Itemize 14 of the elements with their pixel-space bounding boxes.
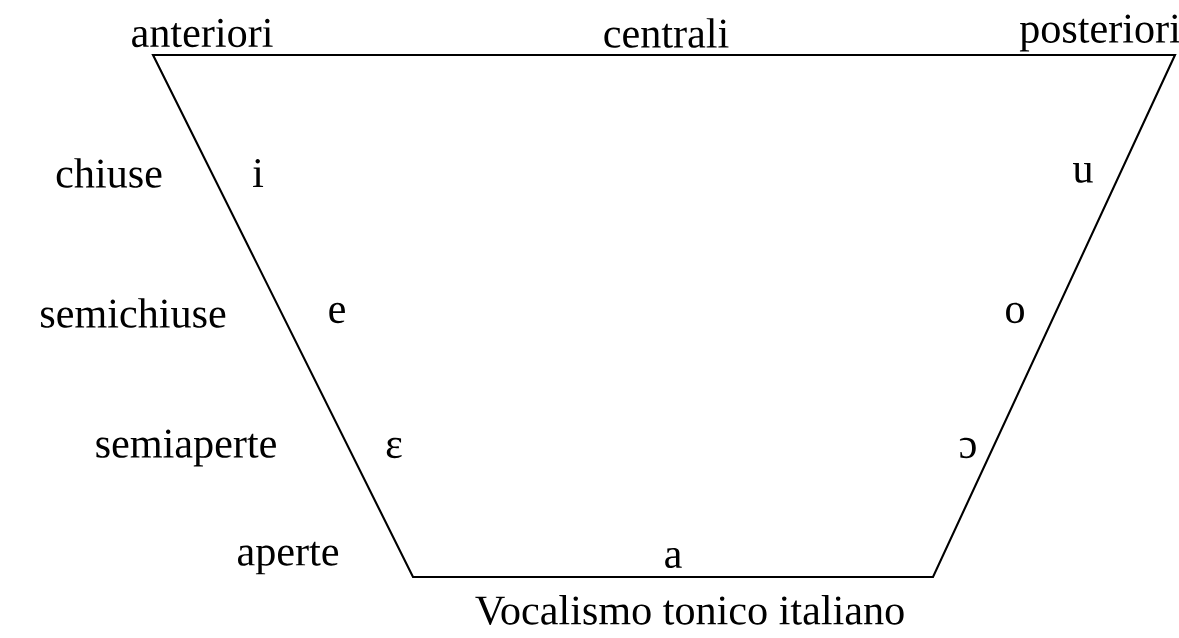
vowel-symbol: ɔ	[959, 437, 976, 459]
vowel-symbol: i	[253, 159, 264, 187]
row-label: semiaperte	[96, 429, 276, 467]
vowel-symbol: a	[665, 547, 682, 569]
vowel-symbol: ɛ	[386, 437, 402, 459]
vowel-symbol: o	[1006, 302, 1024, 324]
vowel-symbol: u	[1073, 163, 1093, 183]
vowel-symbol: e	[329, 302, 345, 324]
row-label: semichiuse	[41, 298, 226, 328]
column-label: anteriori	[132, 18, 273, 48]
caption: Vocalismo tonico italiano	[475, 595, 904, 625]
column-label: centrali	[604, 18, 729, 48]
row-label: aperte	[238, 541, 339, 575]
row-label: chiuse	[56, 158, 162, 188]
